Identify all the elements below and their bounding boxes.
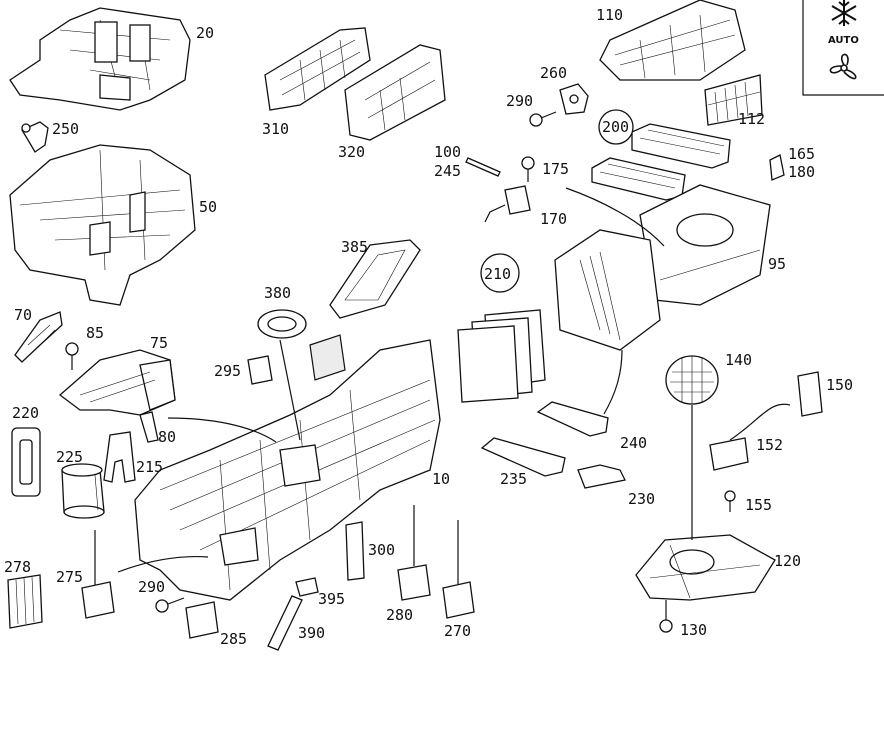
part-290-screw-top [529,111,557,127]
label-395: 395 [318,590,345,608]
label-250: 250 [52,120,79,138]
label-210: 210 [484,265,511,283]
label-270: 270 [444,622,471,640]
part-250-bracket [21,121,49,153]
label-120: 120 [774,552,801,570]
part-230-plate [577,464,626,489]
part-320-heater-core [344,44,446,141]
label-20: 20 [196,24,214,42]
part-number-labels: 20 250 50 70 85 75 220 225 80 215 295 38… [4,6,853,648]
label-155: 155 [745,496,772,514]
label-295: 295 [214,362,241,380]
label-380: 380 [264,284,291,302]
label-95: 95 [768,255,786,273]
label-240: 240 [620,434,647,452]
fan-icon [829,53,857,80]
part-112-filter [704,74,763,126]
part-235-tray [480,437,566,477]
part-278-connector [7,574,43,629]
label-310: 310 [262,120,289,138]
part-260-connector [559,83,589,115]
label-140: 140 [725,351,752,369]
label-290-top: 290 [506,92,533,110]
part-140-blower-motor [665,355,719,405]
part-50-housing [9,144,196,306]
label-260: 260 [540,64,567,82]
assembly-leader-lines [117,187,693,573]
part-385-frame [329,239,421,319]
label-320: 320 [338,143,365,161]
part-10-main-housing [134,334,441,601]
part-285-actuator [185,601,219,639]
label-80: 80 [158,428,176,446]
part-300-strip [345,521,365,581]
part-380-seal [257,309,307,339]
part-75-duct [58,349,176,416]
label-280: 280 [386,606,413,624]
label-110: 110 [596,6,623,24]
part-225-filter-cylinder [61,463,105,519]
auto-label: AUTO [828,35,859,46]
label-50: 50 [199,198,217,216]
part-390-tube [267,595,303,651]
label-200: 200 [602,118,629,136]
label-245: 245 [434,162,461,180]
part-220-seal [11,427,41,497]
part-295-clip [247,355,273,385]
part-155-screw [724,490,736,512]
label-225: 225 [56,448,83,466]
label-220: 220 [12,404,39,422]
label-70: 70 [14,306,32,324]
label-215: 215 [136,458,163,476]
part-170-actuator [484,185,531,223]
part-110-evaporator [599,0,746,81]
part-270-actuator [442,520,475,619]
part-200-cabin-filters [591,109,731,201]
part-150-plug [797,371,823,417]
label-10: 10 [432,470,450,488]
part-70-bracket [14,311,63,363]
part-240-tray [536,401,609,437]
label-75: 75 [150,334,168,352]
label-285: 285 [220,630,247,648]
legend-box: AUTO [802,0,884,96]
part-152-resistor [709,403,791,471]
label-385: 385 [341,238,368,256]
label-100: 100 [434,143,461,161]
part-130-screw [659,600,673,633]
label-150: 150 [826,376,853,394]
label-175: 175 [542,160,569,178]
part-310-module [264,27,371,111]
part-165-180-clip [769,154,785,181]
label-130: 130 [680,621,707,639]
part-290-screw-lower [155,597,185,613]
label-112: 112 [738,110,765,128]
label-390: 390 [298,624,325,642]
part-275-actuator [81,530,115,619]
snowflake-icon [831,0,857,26]
label-165: 165 [788,145,815,163]
label-290-lower: 290 [138,578,165,596]
part-120-bottom-tray [635,534,776,601]
label-230: 230 [628,490,655,508]
label-85: 85 [86,324,104,342]
part-395-clip [295,577,319,597]
part-95-blower-housing [554,184,771,351]
part-20-upper-housing [9,7,191,111]
label-300: 300 [368,541,395,559]
label-278: 278 [4,558,31,576]
label-235: 235 [500,470,527,488]
label-180: 180 [788,163,815,181]
part-80-clip [139,411,159,443]
label-170: 170 [540,210,567,228]
part-215-bracket [103,431,136,483]
part-210-filter-stack [457,253,546,403]
part-280-actuator [397,505,431,601]
part-100-245-rod [465,157,501,177]
label-275: 275 [56,568,83,586]
part-175-screw [521,156,535,182]
label-152: 152 [756,436,783,454]
part-85-screw [65,342,79,370]
